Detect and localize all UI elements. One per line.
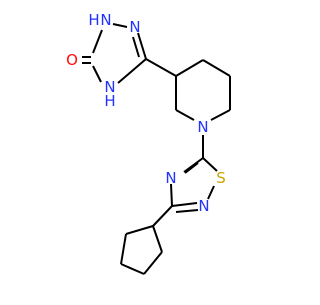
- molecule-canvas: H N N O N H N N N S: [66, 11, 231, 275]
- bond-td-c3-n2: [171, 202, 198, 207]
- bond-pip-4: [210, 109, 231, 121]
- atom-label-n-thiadiazole-b: N: [198, 197, 209, 215]
- bond-pip-1: [175, 59, 204, 77]
- atom-label-h-n1: H: [88, 11, 99, 29]
- bond-n1-n2: [112, 23, 128, 28]
- bond-n1-c5: [92, 29, 103, 54]
- atom-label-n4: N: [104, 78, 115, 96]
- atom-label-sulfur: S: [216, 169, 226, 187]
- bond-cp-3: [120, 263, 145, 275]
- bond-cp-2: [143, 251, 163, 275]
- atom-label-n1: N: [100, 11, 111, 29]
- bond-cp-1: [152, 225, 163, 253]
- atom-label-n-piperidine: N: [197, 118, 208, 136]
- bond-td-n4-c3: [170, 183, 173, 207]
- bond-td-c3-n2-double: [175, 209, 199, 213]
- bond-td-c5-n4-double: [184, 162, 199, 174]
- bond-pip-5: [175, 109, 195, 121]
- molecule-structure: H N N O N H N N N S: [66, 11, 231, 275]
- atom-label-n-thiadiazole-a: N: [165, 169, 176, 187]
- bond-td-cyclopentyl: [152, 205, 173, 227]
- bond-cp-5: [125, 225, 154, 235]
- bond-td-s-c5: [202, 157, 218, 172]
- atom-label-n2: N: [129, 18, 140, 36]
- bond-cp-4: [120, 233, 127, 265]
- bond-n2-c3: [137, 32, 147, 60]
- bond-pip-2: [202, 59, 231, 77]
- atom-label-h-n4: H: [104, 92, 115, 110]
- bond-td-n2-s: [207, 185, 215, 200]
- atom-label-oxygen: O: [66, 51, 78, 69]
- bond-c3-n4: [117, 58, 147, 84]
- bond-c3-pip: [145, 58, 177, 77]
- bond-n4-c5: [92, 65, 102, 83]
- bond-td-c5-n4: [183, 157, 204, 173]
- bond-n2-c3-double: [132, 36, 140, 58]
